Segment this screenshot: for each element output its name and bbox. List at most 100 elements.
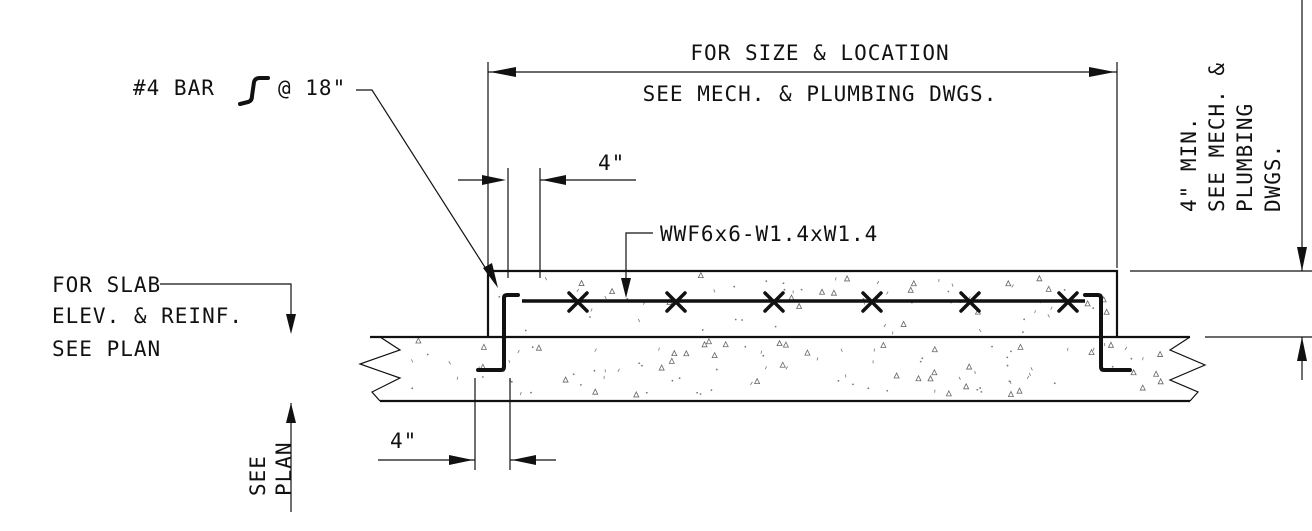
leader-arrow — [483, 263, 498, 288]
concrete-speck — [978, 328, 982, 333]
concrete-speck — [991, 345, 993, 348]
concrete-speck — [705, 337, 713, 345]
concrete-speck — [795, 302, 803, 309]
concrete-speck — [1053, 382, 1056, 385]
concrete-speck — [907, 286, 914, 293]
slab-note-line1: FOR SLAB — [52, 273, 161, 297]
concrete-speck — [830, 289, 838, 296]
concrete-speck — [1047, 314, 1050, 318]
concrete-speck — [816, 357, 819, 361]
concrete-speck — [530, 391, 532, 394]
concrete-speck — [1130, 368, 1137, 376]
concrete-speck — [893, 372, 900, 379]
concrete-speck — [779, 361, 786, 368]
concrete-speck — [876, 280, 880, 285]
concrete-speck — [931, 368, 938, 376]
mesh-cross-mark — [861, 291, 883, 313]
concrete-speck — [782, 341, 790, 348]
bar-callout-leader — [356, 89, 496, 284]
concrete-speck — [678, 377, 681, 380]
concrete-speck — [963, 382, 970, 390]
concrete-speck — [697, 271, 704, 278]
concrete-speck — [448, 361, 451, 365]
concrete-speck — [979, 387, 982, 389]
concrete-speck — [883, 323, 886, 328]
concrete-speck — [837, 379, 840, 382]
concrete-speck — [576, 288, 579, 293]
concrete-speck — [411, 387, 414, 390]
concrete-speck — [1011, 284, 1014, 288]
concrete-speck — [1050, 306, 1053, 310]
concrete-speck — [699, 393, 702, 395]
concrete-speck — [1023, 318, 1026, 321]
housekeeping-pad — [486, 269, 1119, 337]
concrete-speck — [1017, 343, 1024, 350]
concrete-speck — [976, 388, 979, 391]
concrete-speck — [744, 345, 747, 348]
concrete-speck — [947, 290, 950, 293]
concrete-speck — [481, 376, 484, 378]
bar-callout-suffix: @ 18" — [278, 76, 346, 100]
concrete-speck — [927, 375, 934, 382]
concrete-speck — [1016, 387, 1023, 394]
concrete-speck — [480, 343, 488, 350]
right-hook-bar — [1083, 293, 1132, 372]
concrete-speck — [1006, 364, 1009, 367]
see-plan-line1: SEE — [246, 455, 270, 496]
concrete-speck — [919, 360, 922, 363]
concrete-speck — [531, 346, 534, 349]
mesh-cross-mark — [665, 291, 687, 313]
mesh-cross-wires — [567, 291, 1079, 313]
concrete-speck — [1124, 346, 1128, 351]
concrete-speck — [1034, 310, 1036, 314]
concrete-speck — [753, 377, 761, 385]
concrete-speck — [1022, 331, 1024, 334]
mesh-callout-leader — [625, 232, 653, 290]
concrete-speck — [517, 349, 520, 354]
concrete-speck — [498, 295, 501, 298]
dimension-arrow — [1297, 247, 1307, 271]
concrete-speck — [1088, 348, 1095, 355]
concrete-speck — [711, 351, 718, 359]
concrete-speck — [710, 389, 713, 391]
height-note-line2: SEE MECH. & — [1205, 62, 1229, 212]
slab-left-break-line — [358, 336, 402, 402]
concrete-speck — [701, 340, 708, 348]
concrete-speck — [951, 283, 954, 287]
concrete-speck — [760, 350, 763, 354]
size-location-note-line2: SEE MECH. & PLUMBING DWGS. — [643, 82, 998, 106]
concrete-speck — [1092, 307, 1095, 310]
concrete-speck — [762, 354, 765, 357]
concrete-speck — [671, 379, 674, 382]
concrete-speck — [915, 374, 922, 382]
concrete-speck — [535, 344, 543, 351]
concrete-speck — [886, 389, 889, 392]
concrete-speck — [1030, 367, 1033, 371]
height-note-line1: 4" MIN. — [1177, 116, 1201, 212]
concrete-speck — [1130, 357, 1133, 360]
concrete-speck — [1157, 377, 1164, 385]
concrete-speck — [524, 329, 527, 332]
mesh-cross-mark — [1057, 291, 1079, 313]
concrete-speck — [980, 390, 983, 393]
height-note-line3: PLUMBING — [1233, 103, 1257, 212]
pad-width-dimension — [487, 62, 1118, 268]
concrete-speck — [910, 279, 917, 287]
bar-shape-icon — [238, 76, 270, 106]
concrete-speck — [764, 366, 767, 370]
concrete-speck — [741, 319, 743, 321]
concrete-speck — [608, 287, 616, 295]
concrete-speck — [734, 318, 737, 321]
concrete-speck — [637, 318, 641, 323]
concrete-speck — [818, 288, 826, 295]
concrete-speck — [1142, 357, 1144, 361]
concrete-speck — [701, 329, 704, 331]
concrete-speck — [411, 359, 414, 363]
concrete-speck — [880, 341, 887, 348]
concrete-speck — [645, 391, 648, 394]
mesh-cross-mark — [959, 291, 981, 313]
concrete-speck — [572, 373, 575, 376]
dimension-arrow — [542, 175, 566, 185]
concrete-speck — [1111, 365, 1114, 368]
pad-outline — [486, 269, 1119, 337]
